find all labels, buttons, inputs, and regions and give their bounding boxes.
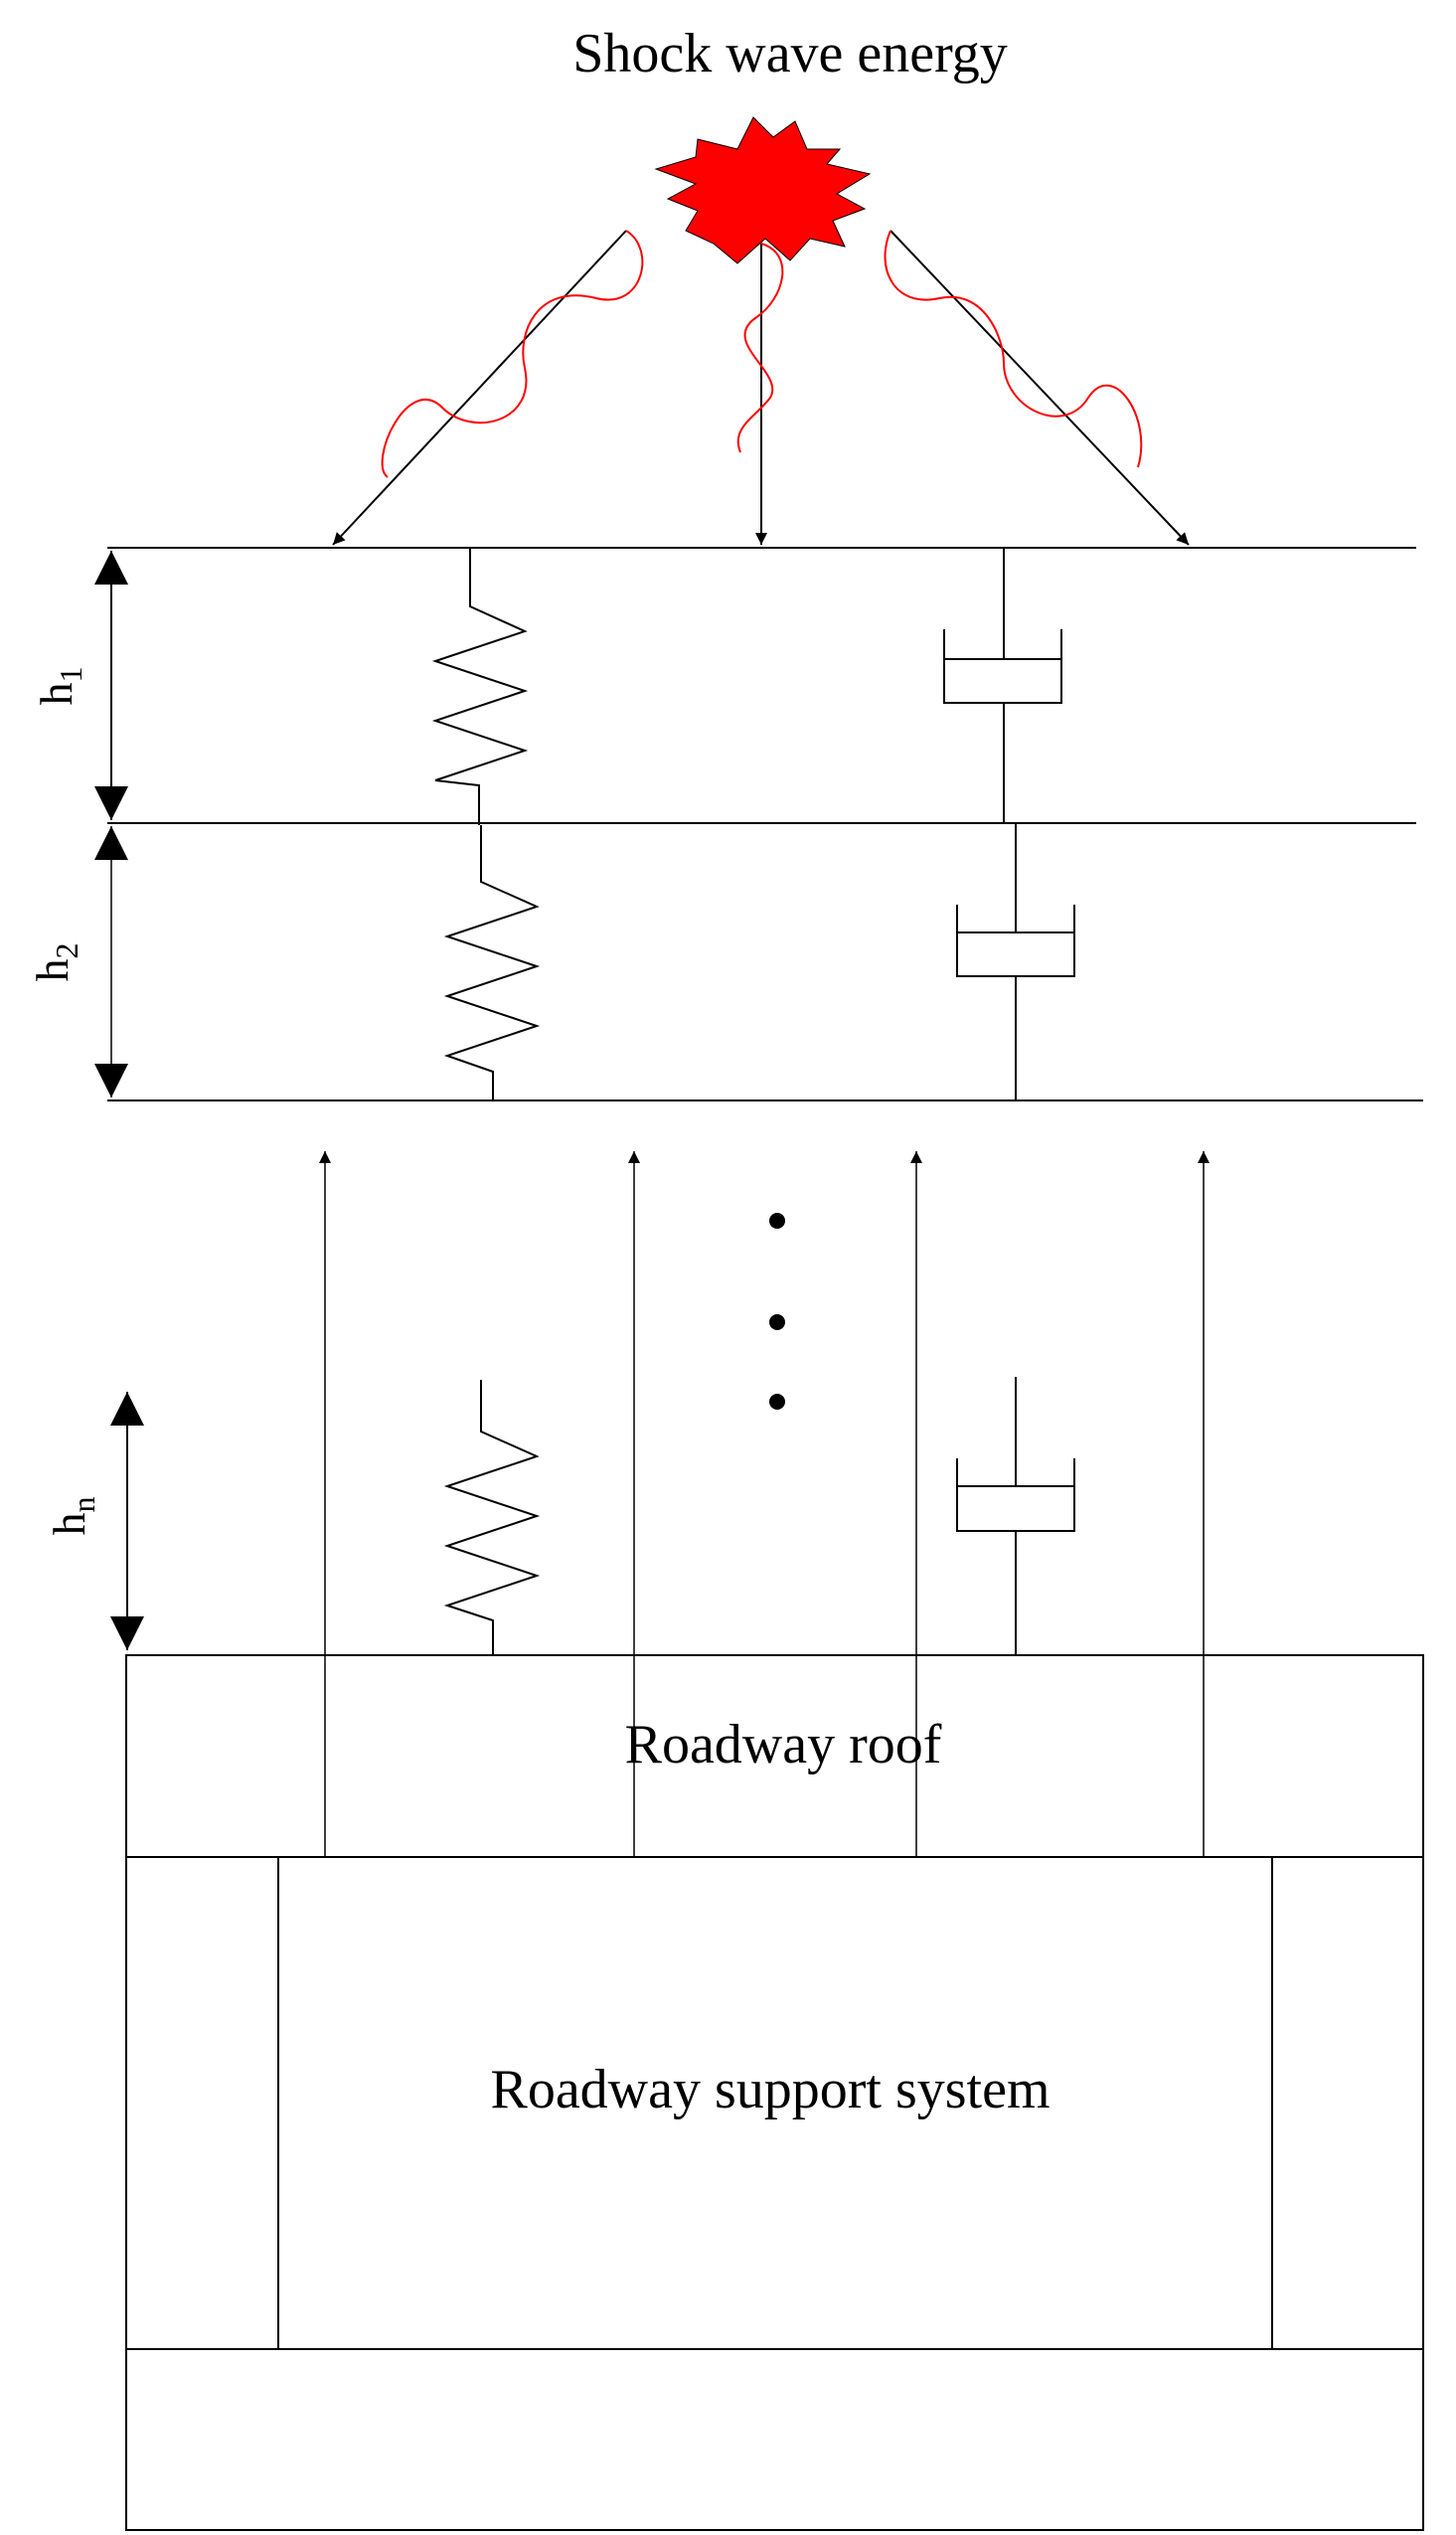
upward-arrows bbox=[319, 1151, 1210, 1857]
label-h2-sub: 2 bbox=[49, 943, 84, 959]
dampers bbox=[943, 548, 1075, 1655]
springs bbox=[431, 548, 541, 1655]
damper-layer-1 bbox=[943, 548, 1062, 823]
spring-layer-n bbox=[443, 1380, 541, 1655]
shock-ray-left bbox=[332, 230, 627, 546]
label-hn-main: h bbox=[44, 1513, 94, 1536]
label-h1: h1 bbox=[31, 667, 88, 706]
ellipsis-dot-2 bbox=[769, 1314, 785, 1330]
shock-waves bbox=[381, 230, 1143, 478]
label-h2: h2 bbox=[27, 943, 84, 982]
dimension-markers bbox=[94, 551, 144, 1650]
damper-layer-n bbox=[956, 1377, 1075, 1655]
spring-layer-2 bbox=[443, 825, 541, 1100]
label-h2-main: h bbox=[27, 959, 78, 982]
diagram-title: Shock wave energy bbox=[572, 23, 1008, 84]
ellipsis-dot-1 bbox=[769, 1213, 785, 1229]
wave-right bbox=[884, 230, 1143, 468]
roadway-roof-label: Roadway roof bbox=[625, 1714, 942, 1775]
roadway-support-label: Roadway support system bbox=[490, 2059, 1050, 2120]
label-h1-sub: 1 bbox=[53, 667, 88, 683]
layer-labels: h1 h2 hn bbox=[27, 667, 101, 1536]
ellipsis-dot-3 bbox=[769, 1394, 785, 1410]
roadway-floor bbox=[125, 2348, 1424, 2531]
wave-left bbox=[381, 230, 644, 478]
rock-layers bbox=[107, 547, 1423, 1101]
wave-center bbox=[736, 243, 784, 453]
shock-burst-icon bbox=[654, 116, 872, 264]
label-hn-sub: n bbox=[66, 1497, 101, 1513]
label-hn: hn bbox=[44, 1497, 101, 1536]
shock-ray-right bbox=[890, 230, 1190, 546]
shock-rays bbox=[332, 230, 1190, 546]
spring-layer-1 bbox=[431, 548, 529, 825]
ellipsis-dots bbox=[769, 1213, 785, 1410]
label-h1-main: h bbox=[31, 683, 81, 706]
damper-layer-2 bbox=[956, 823, 1075, 1100]
